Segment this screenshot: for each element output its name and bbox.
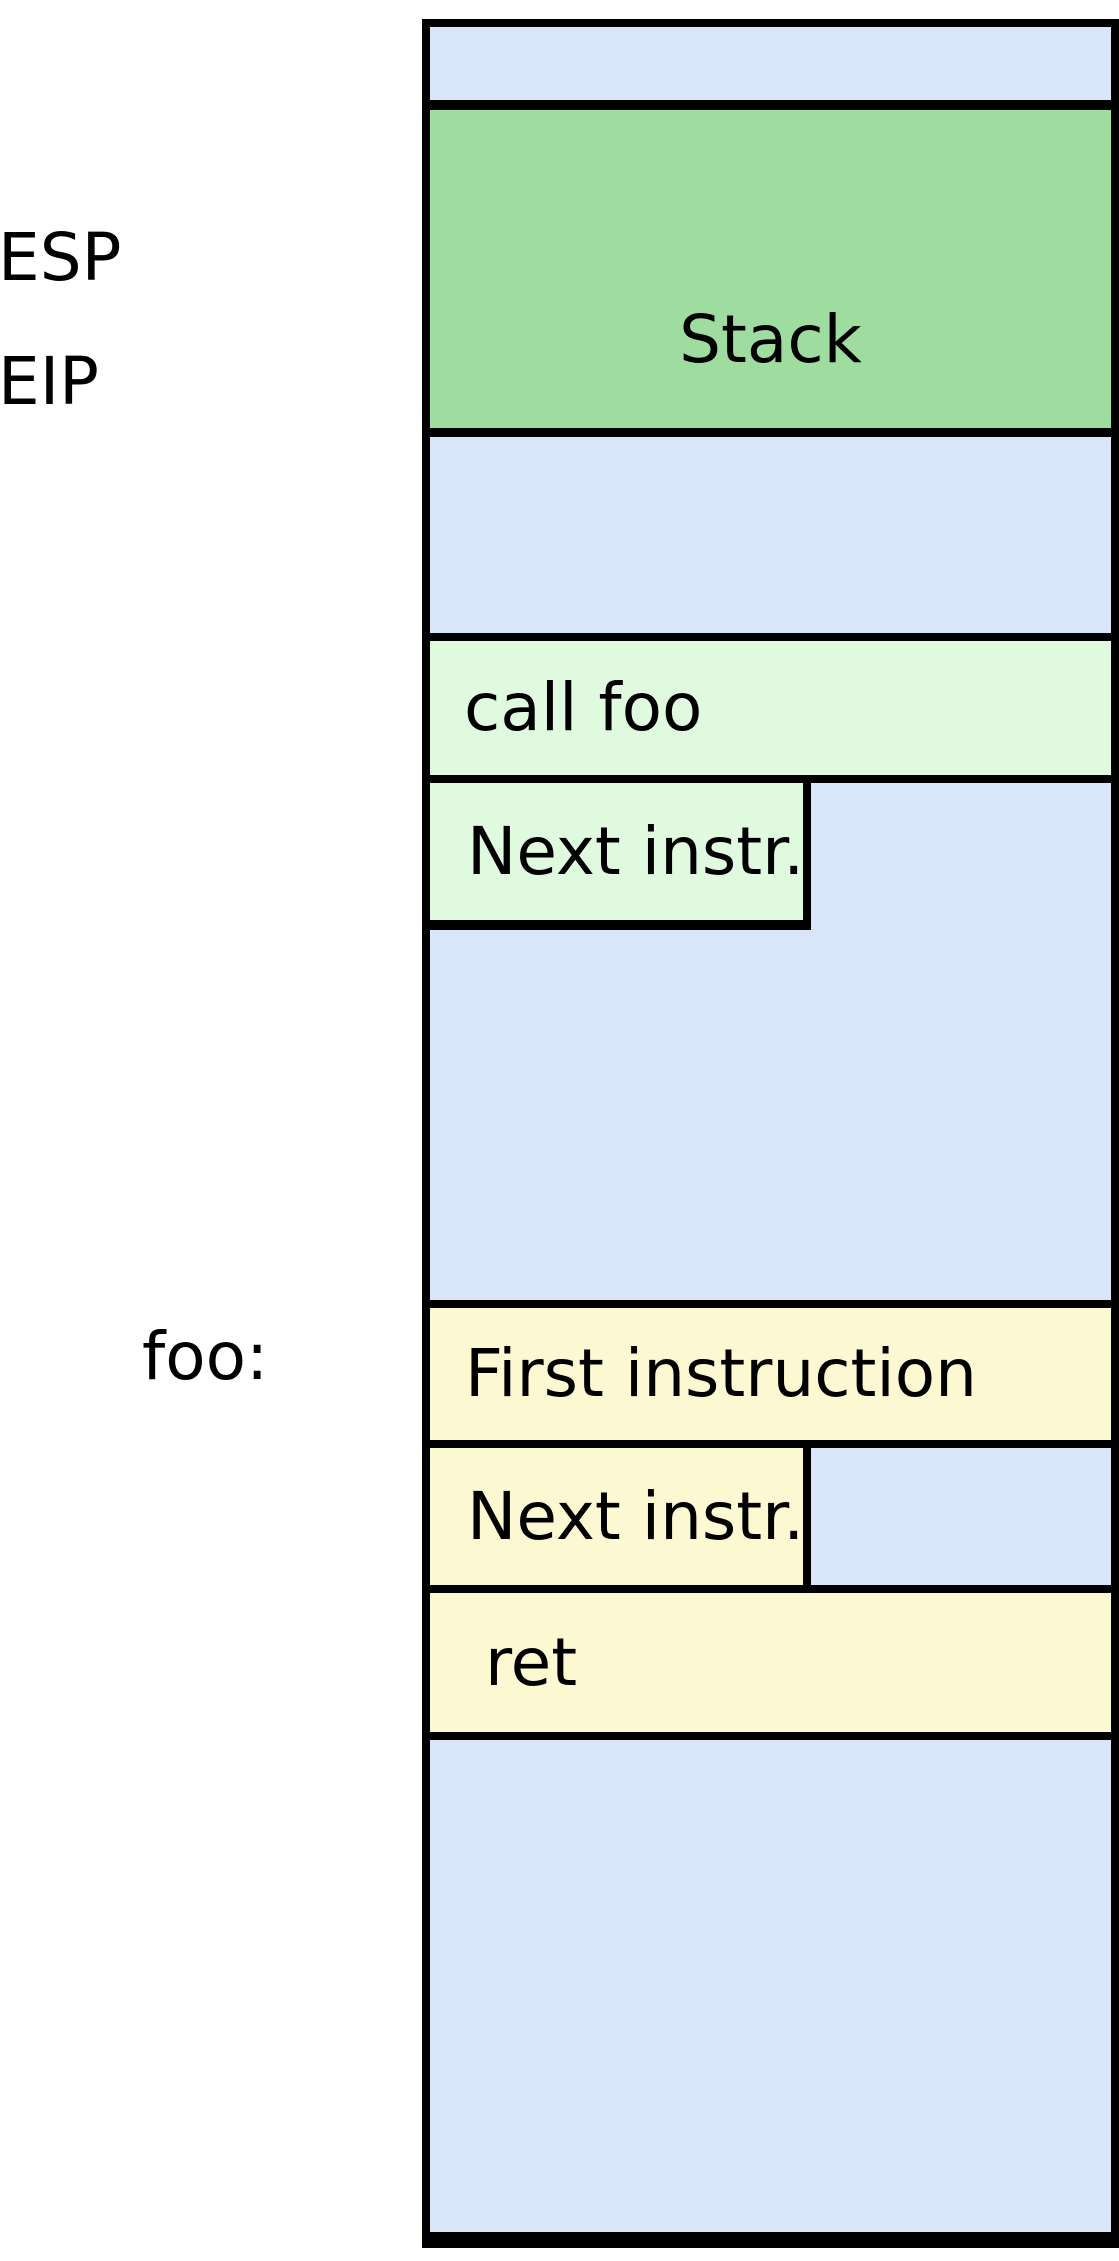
register-label-eip: EIP [0, 343, 99, 420]
function-label-foo: foo: [142, 1318, 269, 1395]
register-label-esp: ESP [0, 219, 122, 296]
next-instr-after-call-label: Next instr. [467, 812, 805, 890]
cell-memory-top [430, 27, 1111, 100]
memory-column: Stack call foo Next instr. First instruc… [422, 19, 1119, 2248]
cell-first-instruction: First instruction [430, 1308, 1111, 1440]
cell-ret: ret [430, 1593, 1111, 1732]
cell-next-instr-after-call: Next instr. [430, 783, 805, 920]
ret-label: ret [485, 1623, 578, 1701]
cell-memory-bottom [430, 1740, 1111, 2232]
cell-memory-right-gap-2 [811, 1448, 1111, 1585]
cell-stack: Stack [430, 110, 1111, 428]
next-instr-in-foo-label: Next instr. [467, 1477, 805, 1555]
cell-next-instr-in-foo: Next instr. [430, 1448, 805, 1585]
call-foo-label: call foo [464, 669, 703, 746]
first-instruction-label: First instruction [465, 1335, 977, 1412]
cell-call-foo: call foo [430, 641, 1111, 775]
cell-memory-mid-2 [430, 930, 1111, 1300]
cell-memory-mid-1 [430, 437, 1111, 633]
stack-label: Stack [679, 301, 862, 378]
